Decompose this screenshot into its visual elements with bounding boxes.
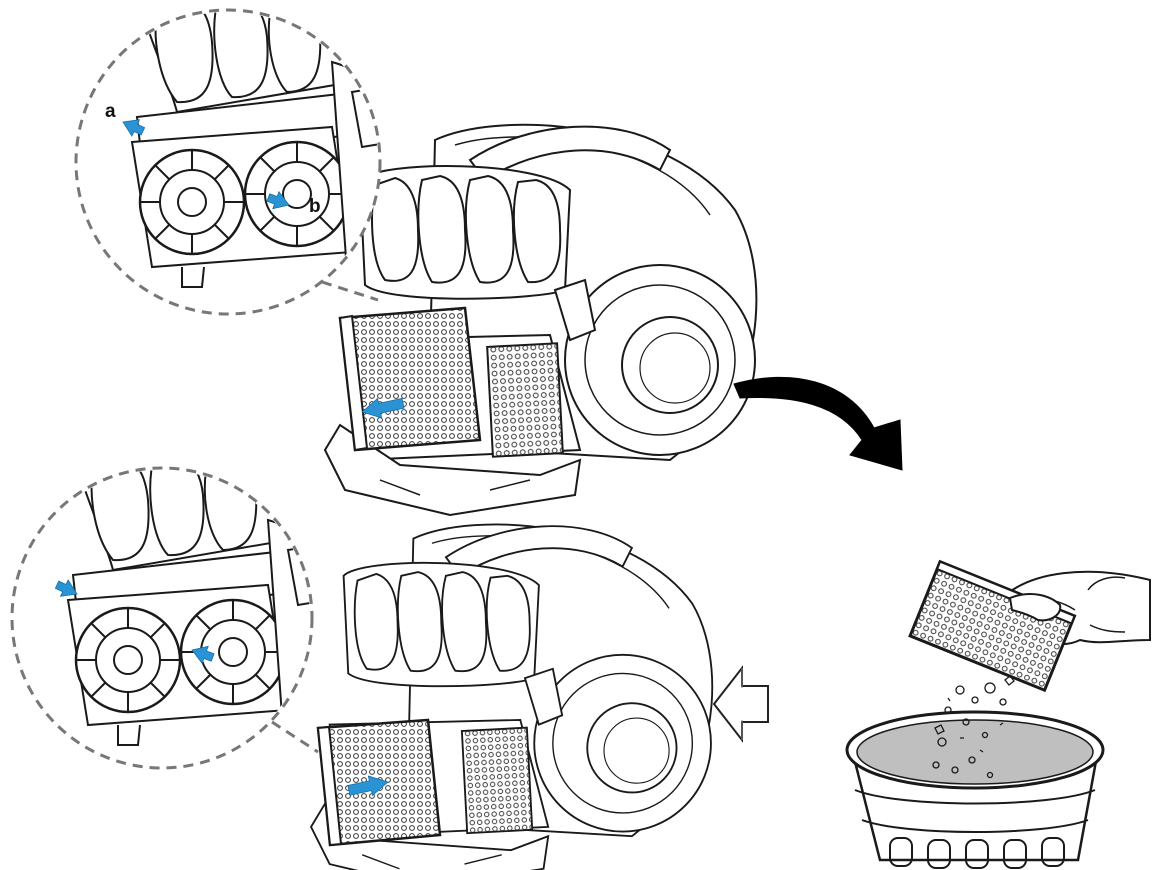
detail-magnifier-top xyxy=(74,8,382,316)
label-a: a xyxy=(105,101,116,122)
step-reinsert-filter xyxy=(10,466,714,870)
step-remove-filter xyxy=(74,8,758,516)
detail-magnifier-bottom xyxy=(10,466,319,770)
trash-bin xyxy=(845,710,1105,869)
filter-panel-top xyxy=(338,306,482,452)
dust-particles xyxy=(932,675,1015,779)
outline-arrow-left-icon xyxy=(712,665,769,743)
hand-fingers xyxy=(1008,593,1062,622)
pull-arrow-top xyxy=(361,397,405,419)
curved-arrow-down-icon xyxy=(733,376,903,471)
step-empty-filter xyxy=(845,559,1151,869)
label-b: b xyxy=(309,196,321,217)
insert-arrow-bottom xyxy=(347,775,389,797)
